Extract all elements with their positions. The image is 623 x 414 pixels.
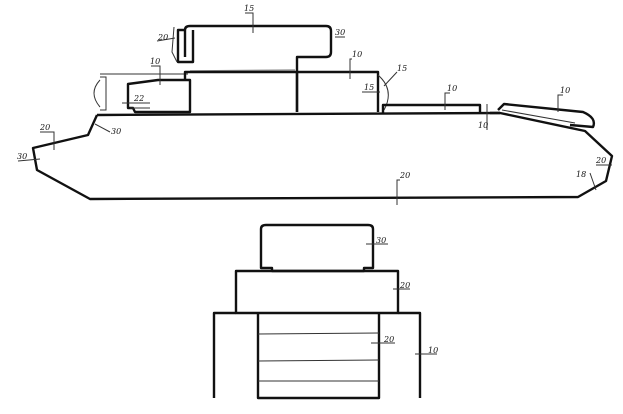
armor-label-front-turret: 30 [376, 236, 386, 245]
armor-label-front-hull: 20 [383, 335, 394, 344]
armor-label-nose: 30 [17, 152, 27, 161]
hull-top-line [96, 111, 501, 117]
armor-label-subturret-front: 15 [397, 64, 407, 73]
armor-label-front-superstructure: 20 [399, 281, 410, 290]
armor-label-hull-side: 20 [399, 171, 410, 180]
left-track-guard [212, 311, 236, 398]
side-view-labels: 15 20 30 10 22 10 15 15 10 10 10 20 30 3… [17, 4, 606, 180]
armor-label-mg: 22 [133, 94, 144, 103]
armor-label-hull-rear: 20 [595, 156, 606, 165]
main-turret [183, 24, 333, 72]
center-block [183, 70, 299, 112]
front-superstructure [234, 269, 400, 315]
armor-label-left-subturret: 10 [150, 57, 160, 66]
hull-plate-seam [257, 359, 380, 362]
armor-label-turret-rear: 30 [335, 28, 345, 37]
armor-label-track-guard: 10 [428, 346, 438, 355]
armor-label-deck-step: 10 [478, 121, 488, 130]
turret-mantlet [176, 28, 195, 64]
rear-deck-box [381, 103, 482, 113]
armor-label-upper-front: 30 [111, 127, 121, 136]
rear-hatch [497, 102, 596, 129]
hull-outline [31, 111, 614, 201]
front-turret [259, 223, 375, 273]
leader-lines [17, 12, 612, 205]
left-sub-turret [126, 78, 192, 114]
headlight [93, 76, 107, 111]
right-sub-turret-front [377, 74, 389, 111]
armor-label-engine-deck: 10 [447, 84, 457, 93]
leader-lines-front [366, 243, 437, 355]
armor-label-glacis: 20 [39, 123, 50, 132]
front-view-labels: 30 20 20 10 [376, 236, 438, 355]
front-view [212, 223, 437, 400]
right-track-guard [398, 311, 422, 398]
armor-label-right-subturret: 10 [352, 50, 362, 59]
gun-mantlet-shield [171, 26, 178, 63]
armor-label-rear-hatch: 10 [560, 86, 570, 95]
armor-label-rear-lower: 18 [576, 170, 586, 179]
hull-plate-seam [257, 332, 380, 335]
rear-hatch-inner [501, 109, 576, 124]
armor-label-mantlet: 20 [157, 33, 168, 42]
armor-label-turret-roof: 15 [244, 4, 254, 13]
front-hull [256, 313, 381, 400]
armor-label-subturret-side: 15 [364, 83, 374, 92]
side-view [31, 24, 614, 201]
